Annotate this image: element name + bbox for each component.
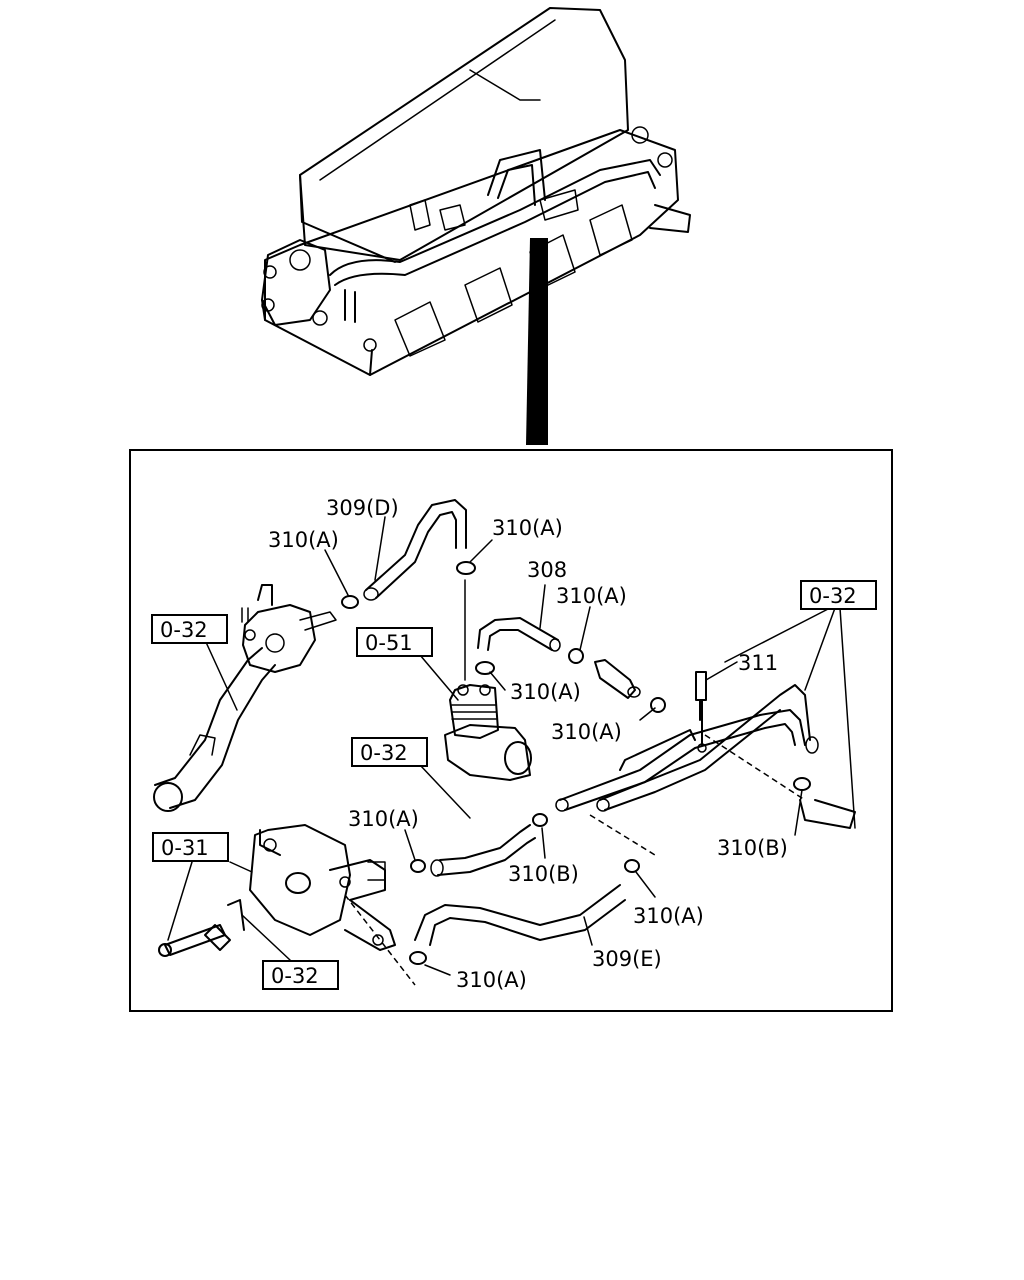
engine-assembly-illustration bbox=[261, 7, 691, 376]
bolt-clamp-assembly bbox=[158, 899, 245, 957]
thermostat-housing-lower bbox=[249, 824, 396, 951]
ref-label: 0-32 bbox=[809, 584, 857, 608]
ref-label: 0-31 bbox=[161, 836, 209, 860]
part-label-308: 308 bbox=[527, 558, 567, 582]
detail-frame bbox=[129, 449, 893, 1012]
part-label-310a: 310(A) bbox=[348, 807, 419, 831]
leader-lines bbox=[167, 516, 856, 986]
detail-callout-pointer bbox=[526, 238, 548, 445]
hose-308 bbox=[477, 617, 561, 652]
part-label-310a: 310(A) bbox=[456, 968, 527, 992]
ref-label: 0-32 bbox=[160, 618, 208, 642]
part-label-310a: 310(A) bbox=[510, 680, 581, 704]
part-label-310a: 310(A) bbox=[492, 516, 563, 540]
ref-box-0-31: 0-31 bbox=[152, 832, 229, 862]
part-label-310a: 310(A) bbox=[551, 720, 622, 744]
part-label-309e: 309(E) bbox=[592, 947, 662, 971]
ref-box-0-51: 0-51 bbox=[356, 627, 433, 657]
hose-309d bbox=[363, 499, 467, 601]
ref-box-0-32: 0-32 bbox=[800, 580, 877, 610]
oil-cooler bbox=[444, 579, 532, 781]
part-label-309d: 309(D) bbox=[326, 496, 399, 520]
water-pipe-right bbox=[555, 684, 856, 829]
ref-label: 0-51 bbox=[365, 631, 413, 655]
part-label-310b: 310(B) bbox=[508, 862, 579, 886]
hose-310-lower bbox=[430, 824, 536, 877]
ref-label: 0-32 bbox=[271, 964, 319, 988]
ref-box-0-32: 0-32 bbox=[151, 614, 228, 644]
fitting-311 bbox=[594, 659, 707, 746]
water-pipe-left bbox=[153, 647, 276, 812]
ref-box-0-32: 0-32 bbox=[351, 737, 428, 767]
part-label-310b: 310(B) bbox=[717, 836, 788, 860]
part-label-310a: 310(A) bbox=[268, 528, 339, 552]
thermostat-housing-upper bbox=[241, 584, 337, 673]
part-label-310a: 310(A) bbox=[633, 904, 704, 928]
part-label-311: 311 bbox=[738, 651, 778, 675]
ref-label: 0-32 bbox=[360, 741, 408, 765]
part-label-310a: 310(A) bbox=[556, 584, 627, 608]
ref-box-0-32: 0-32 bbox=[262, 960, 339, 990]
hose-clamp-icon bbox=[341, 561, 811, 965]
hose-309e bbox=[414, 884, 626, 946]
